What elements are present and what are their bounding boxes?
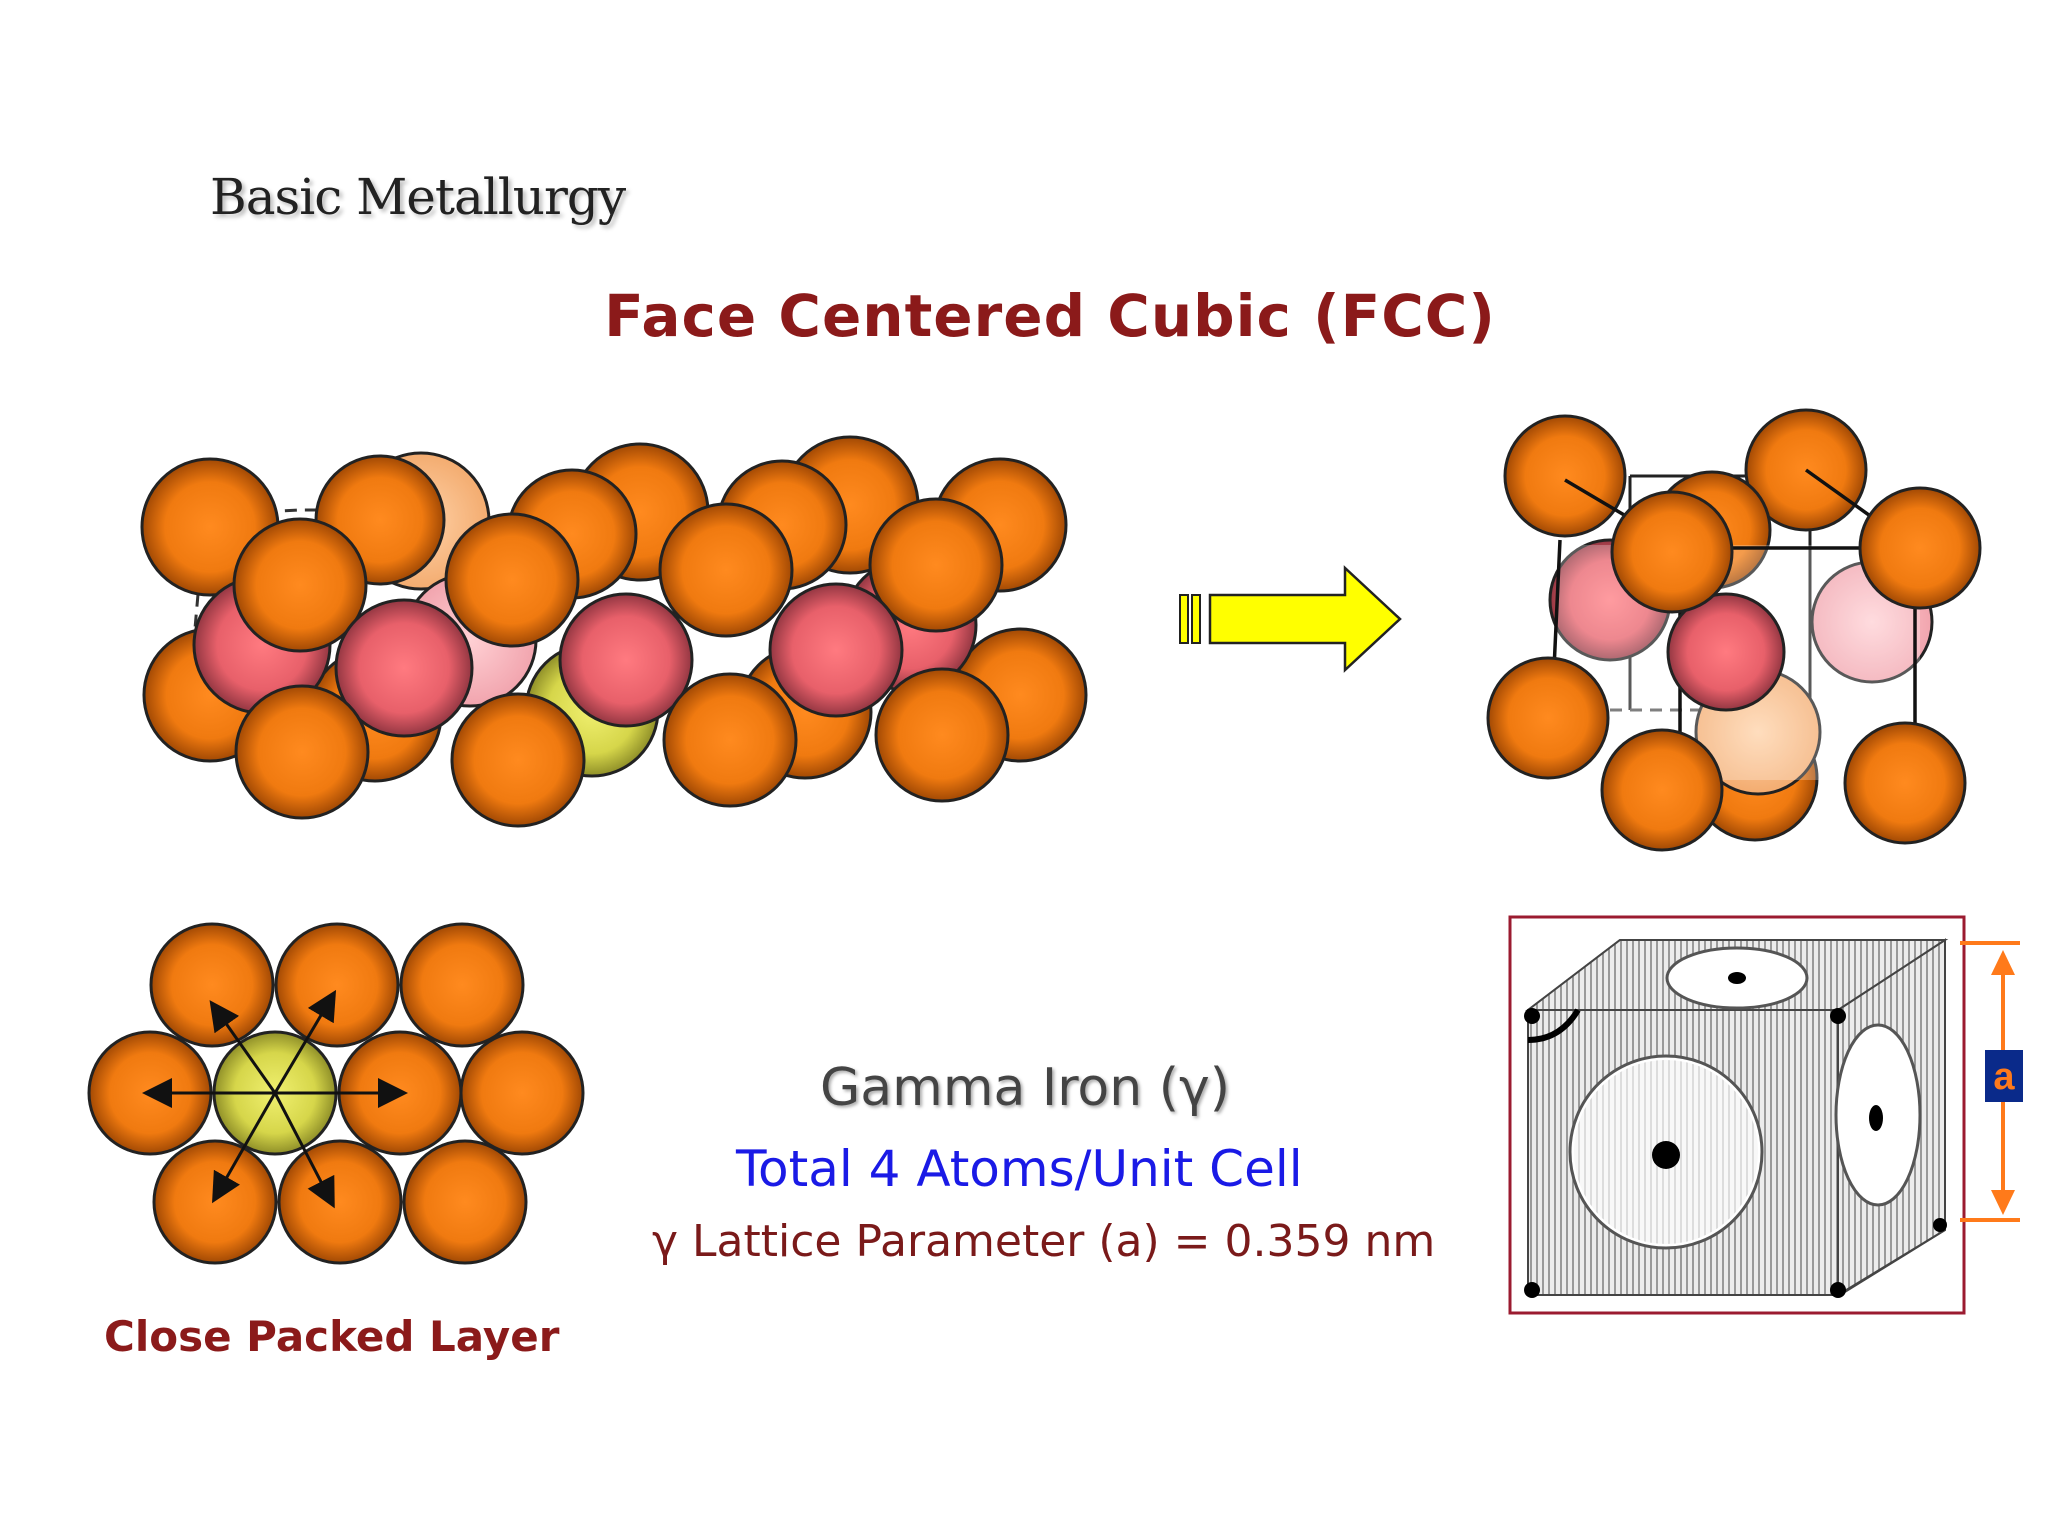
slide-title: Face Centered Cubic (FCC) bbox=[604, 282, 1496, 350]
lattice-parameter-label: γ Lattice Parameter (a) = 0.359 nm bbox=[652, 1216, 1436, 1267]
layer-atom bbox=[277, 1139, 403, 1265]
lattice-dimension: a bbox=[1960, 941, 2023, 1222]
corner-atom bbox=[444, 512, 580, 648]
corner-atom bbox=[1486, 656, 1610, 780]
corner-atom bbox=[658, 502, 794, 638]
face-atom bbox=[334, 598, 474, 738]
corner-atom bbox=[874, 667, 1010, 803]
dimension-label: a bbox=[1993, 1056, 2015, 1098]
gamma-iron-label: Gamma Iron (γ) bbox=[820, 1058, 1231, 1118]
corner-atom bbox=[868, 497, 1004, 633]
corner-atom bbox=[450, 692, 586, 828]
face-atom bbox=[768, 582, 904, 718]
dimension-label-box bbox=[1985, 1050, 2023, 1102]
layer-atom bbox=[402, 1139, 528, 1265]
corner-atom bbox=[1858, 486, 1982, 610]
hard-sphere-model bbox=[1508, 915, 1966, 1315]
layer-atom bbox=[274, 922, 400, 1048]
close-packed-layer bbox=[87, 922, 585, 1265]
corner-atom bbox=[1610, 490, 1734, 614]
corner-atom bbox=[1600, 728, 1724, 852]
close-packed-label: Close Packed Layer bbox=[104, 1312, 560, 1361]
layer-atom bbox=[459, 1030, 585, 1156]
fcc-lattice-array bbox=[140, 435, 1088, 828]
course-title: Basic Metallurgy bbox=[210, 168, 626, 226]
layer-atom bbox=[399, 922, 525, 1048]
corner-atom bbox=[1503, 414, 1627, 538]
face-atom bbox=[558, 592, 694, 728]
corner-atom bbox=[234, 684, 370, 820]
corner-atom bbox=[662, 672, 798, 808]
layer-atom bbox=[149, 922, 275, 1048]
transition-arrow bbox=[1179, 565, 1402, 673]
corner-atom bbox=[232, 517, 368, 653]
fcc-unit-cell bbox=[1486, 408, 1982, 852]
neighbor-arrows bbox=[142, 989, 408, 1209]
corner-atom bbox=[1843, 721, 1967, 845]
face-atom bbox=[1666, 592, 1786, 712]
layer-atom bbox=[152, 1139, 278, 1265]
total-atoms-label: Total 4 Atoms/Unit Cell bbox=[736, 1140, 1303, 1198]
